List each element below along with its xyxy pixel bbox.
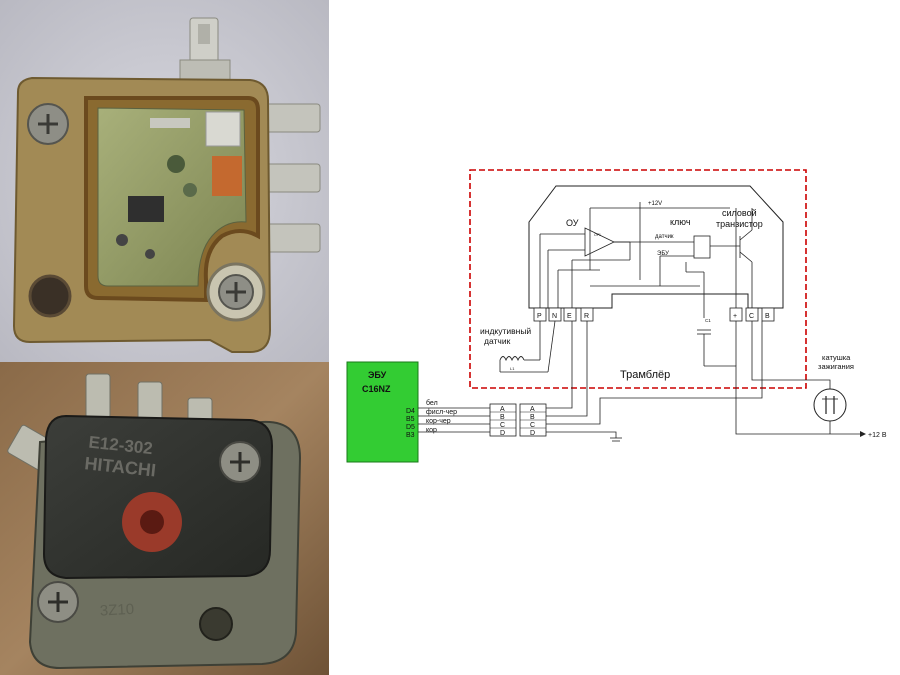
connector-letter: D <box>500 430 505 437</box>
module-pins: P N E R + C B <box>533 307 775 322</box>
pin-label: P <box>537 313 542 320</box>
external-wiring <box>418 321 860 442</box>
ecu-pin-labels: D4 B5 D5 B3 бел фисл-чер кор-чер кор <box>406 399 457 439</box>
distributor-frame <box>469 169 807 389</box>
photo-opened-module <box>0 0 329 362</box>
ecu-box <box>346 361 419 463</box>
marking-code: 3Z10 <box>99 601 134 620</box>
connector-right: A B C D <box>519 403 547 437</box>
circuit-board <box>97 107 247 287</box>
connector-letter: C <box>530 422 535 429</box>
connector-letter: D <box>530 430 535 437</box>
internal-wiring <box>539 202 753 318</box>
mount-hole <box>28 274 72 318</box>
ecu-in-label: ЭБУ <box>657 251 669 257</box>
sensor-wiring <box>499 320 556 373</box>
opamp-chip-label: OP1 <box>594 233 601 237</box>
coil-label-1: катушка <box>822 353 851 362</box>
ignition-coil-symbol <box>813 388 847 422</box>
pin-label: R <box>584 313 589 320</box>
supply-label: +12V <box>648 201 662 207</box>
opamp-label: ОУ <box>566 218 579 228</box>
ecu-model: C16NZ <box>362 384 391 394</box>
connector-letter: A <box>500 406 505 413</box>
terminal-right-3 <box>261 223 321 253</box>
plus12-label: +12 В <box>868 432 887 439</box>
sensor-in-label: датчик <box>655 234 674 240</box>
power-transistor-label-1: силовой <box>722 208 757 218</box>
capacitor-name: C1 <box>705 318 711 323</box>
wire-color-label: кор <box>426 427 437 434</box>
pin-box <box>563 307 577 322</box>
pin-label: C <box>749 313 754 320</box>
connector-letter: B <box>500 414 505 421</box>
photo-hitachi-module: E12-302 HITACHI 3Z10 <box>0 362 329 675</box>
ecu-title: ЭБУ <box>368 370 387 380</box>
ecu-pin: D5 <box>406 424 415 431</box>
pin-label: B <box>765 313 770 320</box>
connector-left: A B C D <box>489 403 517 437</box>
ecu-pin: B5 <box>406 416 415 423</box>
key-label: ключ <box>670 217 691 227</box>
wire-color-label: кор-чер <box>426 418 451 425</box>
connector-letter: B <box>530 414 535 421</box>
opened-module-illustration <box>0 0 329 362</box>
ic-chip <box>128 196 164 222</box>
mount-hole-bottom <box>199 607 233 641</box>
power-transistor-label-2: транзистор <box>716 219 763 229</box>
wire-color-label: бел <box>426 399 438 407</box>
capacitor <box>697 329 711 366</box>
terminal-right-2 <box>261 163 321 193</box>
distributor-label: Трамблёр <box>620 369 670 381</box>
connector-letter: A <box>530 406 535 413</box>
inductive-sensor-label-2: датчик <box>484 336 511 346</box>
pin-label: N <box>552 313 557 320</box>
ecu-pin: B3 <box>406 432 415 439</box>
arrow-plus12 <box>860 431 866 437</box>
terminal-right-1 <box>261 103 321 133</box>
inductor-coil <box>499 356 525 362</box>
pin-box <box>761 307 775 322</box>
wire-color-label: фисл-чер <box>426 409 457 416</box>
ignition-module-schematic: Трамблёр OP1 ОУ +12V <box>346 169 887 463</box>
coil-label-2: зажигания <box>818 362 854 371</box>
connector-letter: C <box>500 422 505 429</box>
ecu-pin: D4 <box>406 408 415 415</box>
pin-label: E <box>567 313 572 320</box>
pin-label: + <box>733 313 737 320</box>
hitachi-module-illustration: E12-302 HITACHI 3Z10 <box>0 362 329 675</box>
inductive-sensor-label-1: индкутивный <box>480 326 531 336</box>
inductor-name: L1 <box>510 366 515 371</box>
